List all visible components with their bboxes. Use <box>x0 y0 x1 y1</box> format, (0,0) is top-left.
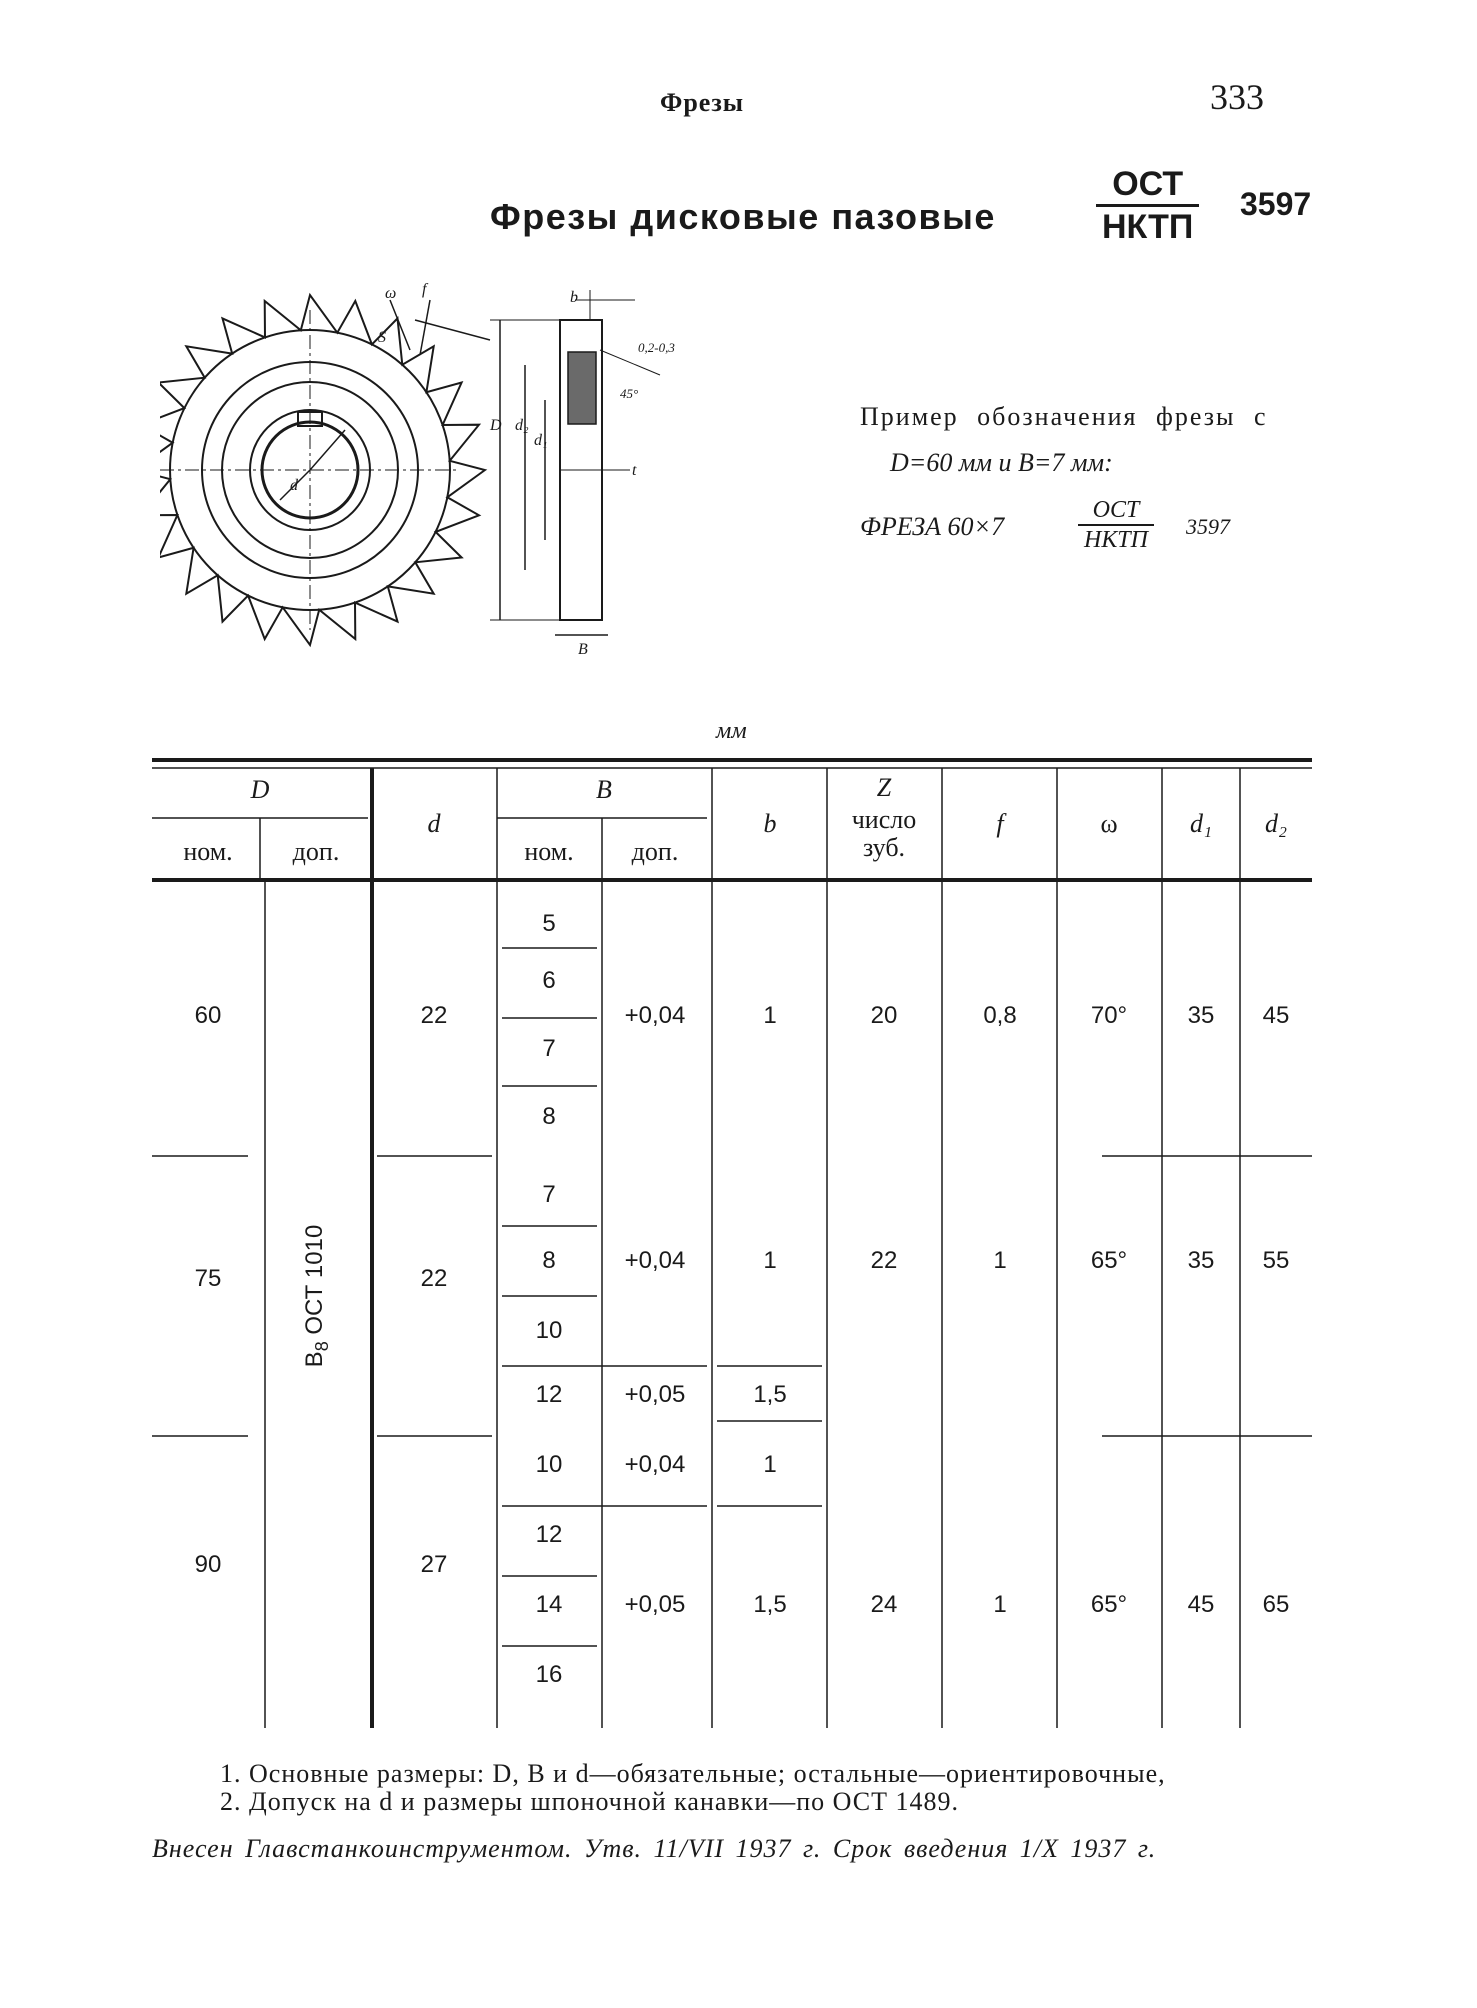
label-t: t <box>632 462 637 479</box>
notes: 1. Основные размеры: D, B и d—обязательн… <box>220 1760 1166 1816</box>
label-omega: ω <box>385 285 396 302</box>
g2-d1: 35 <box>1188 1247 1215 1274</box>
D-tolerance-sub: 8 <box>312 1341 332 1351</box>
document-title: Фрезы дисковые пазовые <box>490 196 996 237</box>
note-2: 2. Допуск на d и размеры шпоночной канав… <box>220 1787 959 1816</box>
header-B-dop: доп. <box>632 837 679 866</box>
g2-B-dop-1: +0,05 <box>625 1381 686 1408</box>
header-b: b <box>764 809 777 838</box>
label-d2: d₂ <box>515 417 529 434</box>
g3-b-0: 1 <box>763 1451 776 1478</box>
label-s: S <box>378 329 386 346</box>
g2-b-1: 1,5 <box>753 1381 786 1408</box>
g1-B-nom-1: 6 <box>542 967 555 994</box>
D-tolerance-a: B <box>301 1351 328 1367</box>
header-d1: d₁ <box>1190 809 1212 838</box>
example-frac-numerator: ОСТ <box>1078 496 1154 526</box>
g2-B-nom-0: 7 <box>542 1181 555 1208</box>
g2-B-nom-2: 10 <box>536 1317 563 1344</box>
g3-B-dop-0: +0,04 <box>625 1451 686 1478</box>
D-tolerance-b: ОСТ 1010 <box>301 1225 328 1342</box>
g1-B-nom-3: 8 <box>542 1103 555 1130</box>
g3-B-dop-1: +0,05 <box>625 1591 686 1618</box>
g1-d1: 35 <box>1188 1002 1215 1029</box>
g1-d2: 45 <box>1263 1002 1290 1029</box>
label-b: b <box>570 289 578 306</box>
g1-B-nom-2: 7 <box>542 1035 555 1062</box>
g3-d2: 65 <box>1263 1591 1290 1618</box>
g2-B-nom-3: 12 <box>536 1381 563 1408</box>
header-Z-teeth: зуб. <box>863 833 905 862</box>
example-line-2: D=60 мм и B=7 мм: <box>890 448 1113 477</box>
header-D-dop: доп. <box>293 837 340 866</box>
g3-omega: 65° <box>1091 1591 1127 1618</box>
g3-b-1: 1,5 <box>753 1591 786 1618</box>
g2-d: 22 <box>421 1265 448 1292</box>
specification-table: D ном. доп. d B ном. доп. b Z число зуб.… <box>152 758 1312 1728</box>
header-B-nom: ном. <box>524 837 573 866</box>
g1-B-nom-0: 5 <box>542 910 555 937</box>
g1-d: 22 <box>421 1002 448 1029</box>
g1-D: 60 <box>195 1002 222 1029</box>
g2-Z: 22 <box>871 1247 898 1274</box>
g3-B-nom-3: 16 <box>536 1661 563 1688</box>
note-1: 1. Основные размеры: D, B и d—обязательн… <box>220 1759 1166 1788</box>
g2-D: 75 <box>195 1265 222 1292</box>
header-Z-count: число <box>852 805 917 834</box>
label-B: B <box>578 641 588 658</box>
label-d1: d₁ <box>534 432 548 449</box>
g2-f: 1 <box>993 1247 1006 1274</box>
g3-d1: 45 <box>1188 1591 1215 1618</box>
header-D-nom: ном. <box>183 837 232 866</box>
standard-denominator: НКТП <box>1102 208 1194 246</box>
D-tolerance: B8 ОСТ 1010 <box>301 1225 332 1368</box>
standard-numerator: ОСТ <box>1096 164 1200 207</box>
header-f: f <box>996 809 1007 838</box>
g3-B-nom-0: 10 <box>536 1451 563 1478</box>
approval-footer: Внесен Главстанкоинструментом. Утв. 11/V… <box>152 1834 1157 1863</box>
g2-B-nom-1: 8 <box>542 1247 555 1274</box>
header-Z: Z <box>877 773 892 802</box>
label-D: D <box>489 417 502 434</box>
g1-B-dop: +0,04 <box>625 1002 686 1029</box>
g1-b: 1 <box>763 1002 776 1029</box>
example-frac-denominator: НКТП <box>1084 527 1148 553</box>
g2-omega: 65° <box>1091 1247 1127 1274</box>
header-d: d <box>428 809 442 838</box>
g1-omega: 70° <box>1091 1002 1127 1029</box>
cutter-drawing: ω f S b 0,2-0,3 45° D d₂ d₁ d t B <box>160 281 675 658</box>
g3-D: 90 <box>195 1551 222 1578</box>
header-d2: d₂ <box>1265 809 1287 838</box>
g2-b-0: 1 <box>763 1247 776 1274</box>
header-D: D <box>250 775 270 804</box>
label-chamfer: 0,2-0,3 <box>638 340 675 355</box>
label-f: f <box>422 281 429 298</box>
example-fraction: ОСТ НКТП <box>1078 496 1154 554</box>
front-view <box>160 292 491 648</box>
label-angle: 45° <box>620 386 638 401</box>
standard-fraction: ОСТ НКТП <box>1096 164 1200 247</box>
page-number: 333 <box>1210 77 1264 117</box>
example-designation: ФРЕЗА 60×7 <box>860 512 1005 541</box>
example-line-1: Пример обозначения фрезы с <box>860 402 1268 431</box>
g1-f: 0,8 <box>983 1002 1016 1029</box>
g3-Z: 24 <box>871 1591 898 1618</box>
g3-B-nom-1: 12 <box>536 1521 563 1548</box>
header-omega: ω <box>1100 809 1117 838</box>
running-head: Фрезы <box>660 88 745 117</box>
standard-number: 3597 <box>1240 186 1312 222</box>
header-B: B <box>596 775 612 804</box>
side-view <box>490 290 661 636</box>
example-standard-number: 3597 <box>1186 514 1230 539</box>
unit-label: мм <box>716 718 747 744</box>
g3-f: 1 <box>993 1591 1006 1618</box>
g2-B-dop-0: +0,04 <box>625 1247 686 1274</box>
g2-d2: 55 <box>1263 1247 1290 1274</box>
label-d: d <box>290 477 299 494</box>
g3-d: 27 <box>421 1551 448 1578</box>
g1-Z: 20 <box>871 1002 898 1029</box>
g3-B-nom-2: 14 <box>536 1591 563 1618</box>
